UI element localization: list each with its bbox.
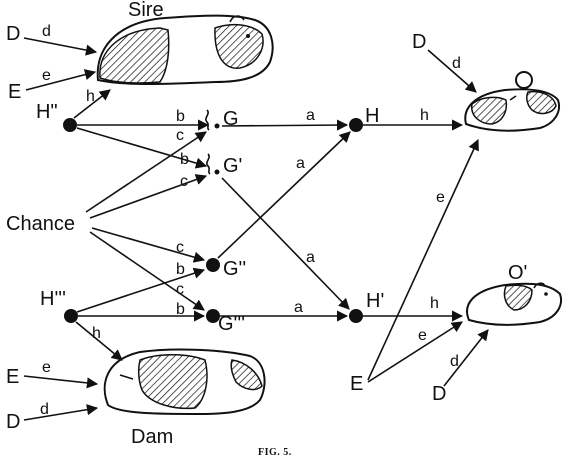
gamete-squiggle-G-prime xyxy=(206,153,211,175)
path-e-oprime: e xyxy=(418,327,427,344)
node-H-sire xyxy=(63,118,77,132)
offspring-o xyxy=(464,88,560,132)
node-G xyxy=(214,123,220,129)
dam-label: Dam xyxy=(131,426,173,448)
label-H: H xyxy=(365,105,379,127)
label-H-sire: H" xyxy=(36,101,58,123)
path-d-oprime: d xyxy=(450,353,459,370)
node-G-triple-prime xyxy=(206,309,220,323)
label-O: O xyxy=(518,74,529,90)
path-h-dam: h xyxy=(92,325,101,342)
node-H-prime xyxy=(349,309,363,323)
path-b-top: b xyxy=(176,108,185,125)
label-E-dam: E xyxy=(6,366,19,388)
path-c-g2: c xyxy=(176,239,184,256)
arrows xyxy=(23,37,489,421)
path-b-g3: b xyxy=(176,301,185,318)
path-a-ghpath: a xyxy=(296,155,305,172)
path-d-dam: d xyxy=(40,401,49,418)
dam-guinea-pig xyxy=(103,348,266,416)
label-D-sire: D xyxy=(6,23,20,45)
label-chance: Chance xyxy=(6,213,75,235)
node-H xyxy=(349,118,363,132)
path-d-sire: d xyxy=(42,23,51,40)
offspring-o-circle xyxy=(515,71,533,89)
label-G-triple-prime: G''' xyxy=(218,313,245,335)
label-D-bottom: D xyxy=(432,383,446,405)
label-G-prime: G' xyxy=(223,155,242,177)
path-a-gprime-hprime: a xyxy=(306,249,315,266)
label-D-dam: D xyxy=(6,411,20,433)
path-c-top: c xyxy=(176,127,184,144)
label-G-double-prime: G'' xyxy=(223,258,246,280)
sire-label: Sire xyxy=(128,0,164,21)
label-D-o: D xyxy=(412,31,426,53)
path-e-o: e xyxy=(436,189,445,206)
label-O-prime: O' xyxy=(508,262,527,284)
path-e-sire: e xyxy=(42,67,51,84)
label-G: G xyxy=(223,108,239,130)
path-e-dam: e xyxy=(42,359,51,376)
sire-guinea-pig xyxy=(96,14,274,85)
path-c-gprime: c xyxy=(180,173,188,190)
path-b-gprime: b xyxy=(180,151,189,168)
node-G-double-prime xyxy=(206,258,220,272)
path-c-g3: c xyxy=(176,281,184,298)
label-E-bottom: E xyxy=(350,373,363,395)
gamete-squiggle-G xyxy=(205,109,210,131)
path-h-sire: h xyxy=(86,88,95,105)
node-H-dam xyxy=(64,309,78,323)
label-E-sire: E xyxy=(8,81,21,103)
label-H-dam: H''' xyxy=(40,288,66,310)
path-a-top: a xyxy=(306,107,315,124)
offspring-o-prime xyxy=(466,282,562,326)
label-H-prime: H' xyxy=(366,290,384,312)
path-h-oprime: h xyxy=(430,295,439,312)
path-b-g2: b xyxy=(176,261,185,278)
figure-caption: FIG. 5. xyxy=(258,447,292,458)
path-h-o: h xyxy=(420,107,429,124)
node-G-prime xyxy=(214,169,220,175)
path-d-o: d xyxy=(452,55,461,72)
path-a-bottom: a xyxy=(294,299,303,316)
